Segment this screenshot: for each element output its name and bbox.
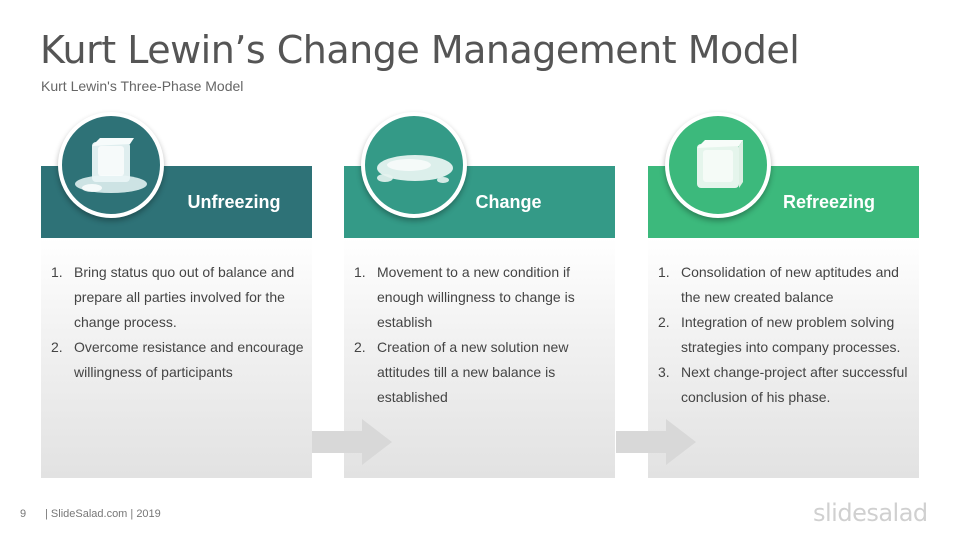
slide-title: Kurt Lewin’s Change Management Model (40, 28, 800, 72)
footer-text: | SlideSalad.com | 2019 (45, 508, 161, 520)
phase-body: 1.Bring status quo out of balance and pr… (41, 238, 312, 478)
water-puddle-icon (361, 112, 467, 218)
list-item: 1.Consolidation of new aptitudes and the… (658, 264, 899, 305)
phase-change: Change 1.Movement to a new condition if … (344, 112, 615, 478)
phase-unfreezing: Unfreezing 1.Bring status quo out of bal… (41, 112, 312, 478)
slide-subtitle: Kurt Lewin's Three-Phase Model (41, 78, 244, 94)
phase-body: 1.Consolidation of new aptitudes and the… (648, 238, 919, 478)
list-item: 2.Overcome resistance and encourage will… (51, 339, 304, 380)
list-item: 2.Creation of a new solution new attitud… (354, 339, 569, 405)
phase-steps: 1.Movement to a new condition if enough … (354, 260, 610, 410)
list-item: 1.Bring status quo out of balance and pr… (51, 264, 295, 330)
phase-label: Unfreezing (187, 192, 281, 212)
brand-logo: slidesalad (813, 499, 928, 527)
right-arrow-icon (616, 419, 696, 465)
list-item: 3.Next change-project after successful c… (658, 364, 908, 405)
page-number: 9 (20, 508, 27, 520)
phase-steps: 1.Consolidation of new aptitudes and the… (658, 260, 914, 410)
phase-body: 1.Movement to a new condition if enough … (344, 238, 615, 478)
phase-label: Change (475, 192, 542, 212)
right-arrow-icon (312, 419, 392, 465)
list-item: 2.Integration of new problem solving str… (658, 314, 901, 355)
phase-steps: 1.Bring status quo out of balance and pr… (51, 260, 307, 385)
phase-label: Refreezing (782, 192, 876, 212)
ice-cube-icon (665, 112, 771, 218)
ice-cube-melting-icon (58, 112, 164, 218)
phase-refreezing: Refreezing 1.Consolidation of new aptitu… (648, 112, 919, 478)
list-item: 1.Movement to a new condition if enough … (354, 264, 575, 330)
